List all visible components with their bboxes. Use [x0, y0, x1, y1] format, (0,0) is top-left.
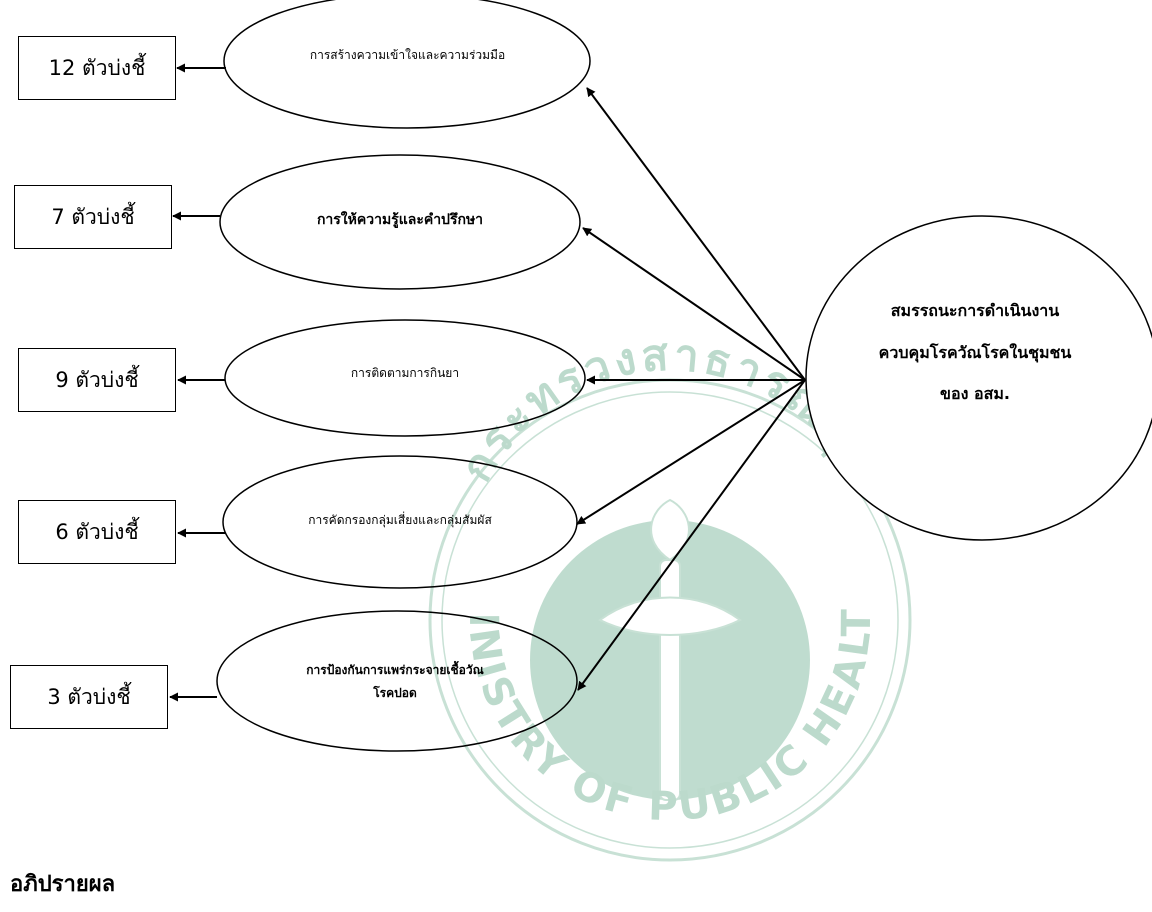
- center-label: สมรรถนะการดำเนินงาน ควบคุมโรควัณโรคในชุม…: [835, 290, 1115, 415]
- component-label-2: การให้ความรู้และคำปรึกษา: [316, 211, 484, 228]
- indicator-box-1: 12 ตัวบ่งชี้: [18, 36, 176, 100]
- indicator-count-3: 9 ตัวบ่งชี้: [55, 367, 139, 392]
- indicator-box-3: 9 ตัวบ่งชี้: [18, 348, 176, 412]
- component-ellipse-2: [219, 154, 581, 290]
- component-label-5: การป้องกันการแพร่กระจายเชื้อวัณ โรคปอด: [306, 663, 484, 700]
- center-label-line-2: ควบคุมโรควัณโรคในชุมชน: [878, 342, 1072, 362]
- center-label-line-1: สมรรถนะการดำเนินงาน: [890, 301, 1060, 320]
- component-ellipse-5: [216, 610, 578, 752]
- component-ellipse-3: [224, 319, 586, 437]
- component-label-1: การสร้างความเข้าใจและความร่วมมือ: [309, 47, 506, 62]
- indicator-count-1: 12 ตัวบ่งชี้: [48, 55, 146, 80]
- component-label-3: การติดตามการกินยา: [350, 365, 460, 380]
- center-label-line-3: ของ อสม.: [940, 384, 1010, 404]
- center-circle: [805, 215, 1152, 541]
- section-heading: อภิปรายผล: [10, 872, 116, 897]
- indicator-arrows: [169, 63, 226, 702]
- component-ellipse-1: [223, 0, 591, 129]
- indicator-count-4: 6 ตัวบ่งชี้: [55, 519, 139, 544]
- indicator-box-2: 7 ตัวบ่งชี้: [14, 185, 172, 249]
- ministry-watermark-logo: กระทรวงสาธารณสุข MINISTRY OF PUBLIC HEAL…: [0, 0, 912, 862]
- indicator-box-5: 3 ตัวบ่งชี้: [10, 665, 168, 729]
- component-label-4: การคัดกรองกลุ่มเสี่ยงและกลุ่มสัมผัส: [308, 512, 492, 527]
- indicator-box-4: 6 ตัวบ่งชี้: [18, 500, 176, 564]
- center-arrows: [576, 87, 806, 691]
- indicator-count-2: 7 ตัวบ่งชี้: [51, 204, 135, 229]
- indicator-count-5: 3 ตัวบ่งชี้: [47, 684, 131, 709]
